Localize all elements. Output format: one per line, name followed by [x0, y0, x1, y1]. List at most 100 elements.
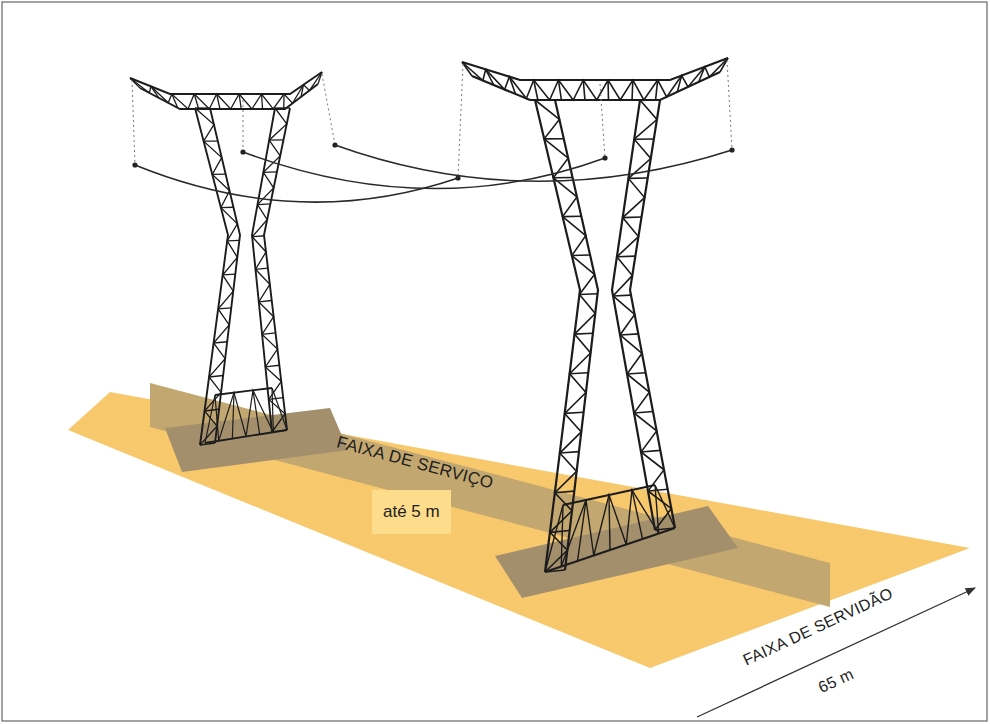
- band-label: FAIXA DE SERVIÇO: [334, 432, 495, 493]
- tower-lattice: [215, 388, 273, 441]
- band-label: FAIXA DE SERVIDÃO: [740, 585, 896, 670]
- tower-lattice: [550, 531, 570, 533]
- tower-lattice: [534, 80, 538, 100]
- tower-lattice: [607, 80, 609, 100]
- tower-lattice: [565, 412, 584, 413]
- tower-lattice: [640, 99, 660, 101]
- tower-lattice: [613, 294, 631, 296]
- tower-lattice: [575, 332, 593, 334]
- tower-lattice: [656, 80, 658, 100]
- conductors: [132, 60, 735, 202]
- tower-lattice: [677, 76, 681, 92]
- tower-lattice: [172, 94, 178, 108]
- tower: [130, 72, 322, 445]
- tower-lattice: [258, 203, 271, 205]
- tower-lattice: [263, 171, 277, 173]
- tower-lattice: [555, 491, 574, 493]
- tower-lattice: [545, 505, 563, 572]
- tower-lattice: [318, 72, 322, 84]
- tower-lattice: [204, 140, 218, 141]
- tower-lattice: [223, 274, 236, 276]
- tower-lattice: [253, 390, 260, 434]
- tower-lattice: [214, 342, 228, 343]
- tower-lattice: [130, 72, 322, 109]
- tower-lattice: [232, 393, 234, 439]
- tower-lattice: [205, 395, 215, 443]
- tower: [462, 58, 728, 572]
- tower-lattice: [578, 500, 587, 561]
- tower-lattice: [561, 485, 659, 567]
- tower-lattice: [130, 78, 140, 88]
- dimension-label: 65 m: [816, 665, 857, 697]
- conductor: [135, 165, 458, 202]
- tower-lattice: [613, 100, 671, 530]
- tower-lattice: [699, 67, 705, 82]
- tower-lattice: [609, 495, 610, 550]
- towers: [130, 58, 728, 572]
- tower-lattice: [535, 99, 555, 101]
- tower-shadow: [495, 506, 738, 598]
- tower-lattice: [627, 373, 646, 374]
- tower-lattice: [252, 236, 264, 237]
- tower-member: [630, 100, 675, 528]
- tower-lattice: [209, 375, 223, 377]
- tower-shadow: [165, 408, 348, 472]
- tower-lattice: [283, 94, 284, 109]
- insulator-string: [243, 100, 244, 152]
- tower-lattice: [572, 254, 590, 256]
- tower-lattice: [563, 215, 582, 217]
- tower-member: [140, 84, 318, 109]
- tower-lattice: [462, 58, 728, 100]
- tower-lattice: [259, 301, 272, 302]
- tower-lattice: [262, 94, 263, 109]
- tower-member: [130, 72, 322, 94]
- tower-lattice: [269, 139, 283, 141]
- insulator-string: [322, 74, 335, 145]
- tower-lattice: [217, 94, 220, 109]
- tower-lattice: [583, 80, 585, 100]
- tower-lattice: [617, 255, 635, 257]
- tower-lattice: [195, 107, 210, 108]
- tower-lattice: [560, 452, 579, 453]
- tower-lattice: [631, 80, 633, 100]
- service-strip: [150, 383, 830, 607]
- insulator-string: [132, 80, 135, 165]
- tower-lattice: [275, 107, 290, 108]
- box-text: até 5 m: [383, 502, 440, 522]
- tower-lattice: [620, 334, 638, 335]
- insulator-string: [600, 84, 605, 158]
- tower-lattice: [221, 207, 234, 209]
- tower-member: [462, 58, 728, 80]
- tower-lattice: [628, 177, 647, 179]
- tower-lattice: [194, 94, 198, 109]
- tower-lattice: [227, 240, 239, 242]
- tower-lattice: [634, 138, 654, 140]
- tower-lattice: [634, 412, 653, 413]
- tower-lattice: [265, 365, 279, 367]
- tower-lattice: [301, 85, 303, 97]
- tower-lattice: [239, 94, 241, 109]
- dimension-box: até 5 m: [372, 490, 451, 534]
- insulator-string: [458, 64, 463, 178]
- tower-lattice: [641, 450, 660, 452]
- tower-lattice: [151, 86, 159, 98]
- tower-lattice: [655, 485, 675, 528]
- tower-lattice: [544, 138, 564, 140]
- tower-lattice: [509, 77, 515, 94]
- tower-lattice: [218, 307, 231, 309]
- insulator-string: [727, 60, 732, 150]
- tower-lattice: [570, 373, 589, 374]
- conductor: [335, 145, 732, 181]
- tower-lattice: [212, 174, 225, 176]
- tower-member: [215, 388, 272, 395]
- tower-lattice: [272, 388, 287, 430]
- tower-lattice: [262, 333, 275, 335]
- tower-lattice: [255, 268, 267, 269]
- tower-lattice: [486, 69, 494, 85]
- tower-lattice: [558, 80, 561, 100]
- tower-member: [264, 108, 290, 430]
- tower-lattice: [462, 62, 472, 76]
- tower-lattice: [623, 216, 642, 218]
